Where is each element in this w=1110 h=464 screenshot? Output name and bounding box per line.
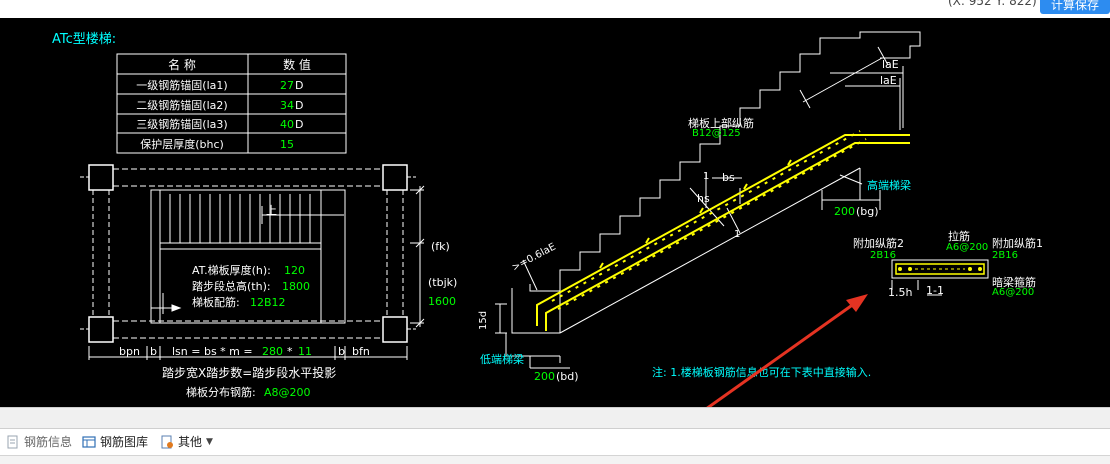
plan-thickness-label: AT.梯板厚度(h): — [192, 263, 271, 277]
table-row-label: 三级钢筋锚固(la3) — [136, 117, 227, 131]
detail-add1-label: 附加纵筋1 — [992, 236, 1043, 250]
table-row-label: 二级钢筋锚固(la2) — [136, 98, 227, 112]
parameter-table — [116, 53, 347, 154]
plan-dist-label: 梯板分布钢筋: — [186, 385, 256, 399]
rebar-info-label: 钢筋信息 — [24, 435, 73, 449]
section-mark-1a: 1 — [703, 171, 709, 182]
plan-height-label: 踏步段总高(th): — [192, 279, 271, 293]
section-hs-label: hs — [697, 192, 710, 205]
plan-up-mark: 上 — [266, 204, 277, 217]
rebar-library-label: 钢筋图库 — [100, 435, 149, 449]
plan-lsn-label: lsn = bs * m = — [172, 345, 253, 358]
plan-tbjk-label: (tbjk) — [428, 276, 457, 289]
section-bs-label: bs — [722, 171, 735, 184]
document-icon — [7, 435, 18, 449]
plan-tbjk-value[interactable]: 1600 — [428, 295, 456, 308]
detail-width-label: 1.5h — [888, 286, 912, 299]
library-icon — [82, 436, 96, 448]
table-header-name: 名 称 — [168, 57, 196, 72]
plan-fk-label: (fk) — [431, 240, 450, 253]
section-view — [495, 31, 921, 369]
plan-bfn-label: bfn — [352, 345, 370, 358]
plan-b-right-label: b — [338, 345, 345, 358]
plan-times-label: * — [287, 345, 293, 358]
section-rebar — [536, 130, 910, 331]
table-row-value[interactable]: 27 — [280, 79, 294, 92]
splitter-bar[interactable] — [0, 407, 1110, 429]
detail-tie-label: 拉筋 — [948, 229, 970, 243]
cad-diagram: ATc型楼梯: 名 称 数 值 一级钢筋锚固(la1) 27 D 二级钢筋锚固(… — [52, 31, 1043, 407]
plan-dist-value[interactable]: A8@200 — [264, 386, 311, 399]
detail-stirrup-label: 暗梁箍筋 — [992, 275, 1036, 289]
plan-view — [80, 164, 425, 360]
plan-m-value[interactable]: 11 — [298, 345, 312, 358]
detail-stirrup-value[interactable]: A6@200 — [992, 287, 1034, 298]
section-bd-label: (bd) — [556, 370, 579, 383]
detail-add2-label: 附加纵筋2 — [853, 236, 904, 250]
section-mark-1b: 1 — [734, 229, 740, 240]
drawing-canvas: ATc型楼梯: 名 称 数 值 一级钢筋锚固(la1) 27 D 二级钢筋锚固(… — [0, 18, 1110, 407]
plan-rebar-value[interactable]: 12B12 — [250, 296, 286, 309]
calculate-save-button[interactable]: 计算保存 — [1040, 0, 1110, 14]
bottom-toolbar: 钢筋信息 钢筋图库 其他 ▼ — [0, 429, 1110, 455]
section-15d-label: 15d — [478, 311, 489, 330]
other-menu-button[interactable]: 其他 ▼ — [160, 433, 213, 451]
rebar-info-button[interactable]: 钢筋信息 — [6, 433, 72, 451]
detail-section — [891, 259, 989, 296]
table-row-label: 一级钢筋锚固(la1) — [136, 78, 227, 92]
diagram-note: 注: 1.楼梯板钢筋信息也可在下表中直接输入. — [652, 365, 871, 379]
table-row-value[interactable]: 40 — [280, 118, 294, 131]
detail-add1-value[interactable]: 2B16 — [992, 250, 1018, 261]
table-row-unit: D — [295, 79, 303, 92]
section-lae-inner: laE — [880, 74, 897, 87]
section-bd-value[interactable]: 200 — [534, 370, 555, 383]
detail-add2-value[interactable]: 2B16 — [870, 250, 896, 261]
plan-bpn-label: bpn — [119, 345, 140, 358]
red-arrow-annotation — [706, 294, 868, 407]
section-lae-diag: >=0.6laE — [510, 241, 557, 273]
table-row-value[interactable]: 34 — [280, 99, 294, 112]
plan-formula: 踏步宽X踏步数=踏步段水平投影 — [162, 365, 336, 380]
plan-thickness-value[interactable]: 120 — [284, 264, 305, 277]
section-bg-value[interactable]: 200 — [834, 205, 855, 218]
section-bg-label: (bg) — [856, 205, 879, 218]
detail-section-label: 1-1 — [926, 284, 944, 297]
detail-tie-value[interactable]: A6@200 — [946, 242, 988, 253]
table-header-strip — [0, 455, 1110, 464]
table-row-value[interactable]: 15 — [280, 138, 294, 151]
plan-bs-value[interactable]: 280 — [262, 345, 283, 358]
table-row-label: 保护层厚度(bhc) — [140, 137, 224, 151]
section-high-beam-label: 高端梯梁 — [867, 178, 911, 192]
section-top-rebar-value[interactable]: B12@125 — [692, 128, 741, 139]
other-file-icon — [161, 435, 173, 449]
plan-b-left-label: b — [150, 345, 157, 358]
diagram-title: ATc型楼梯: — [52, 32, 116, 47]
section-low-beam-label: 低端梯梁 — [480, 352, 524, 366]
section-top-rebar-label: 梯板上部纵筋 — [688, 116, 754, 130]
plan-height-value[interactable]: 1800 — [282, 280, 310, 293]
table-row-unit: D — [295, 99, 303, 112]
chevron-down-icon: ▼ — [206, 437, 213, 447]
rebar-library-button[interactable]: 钢筋图库 — [82, 433, 148, 451]
plan-rebar-label: 梯板配筋: — [192, 295, 240, 309]
other-menu-label: 其他 — [178, 435, 203, 449]
top-bar: (X: 952 Y: 822) 计算保存 — [0, 0, 1110, 18]
section-lae-outer: laE — [882, 58, 899, 71]
table-row-unit: D — [295, 118, 303, 131]
table-header-value: 数 值 — [283, 57, 311, 72]
coordinate-readout: (X: 952 Y: 822) — [948, 0, 1037, 8]
